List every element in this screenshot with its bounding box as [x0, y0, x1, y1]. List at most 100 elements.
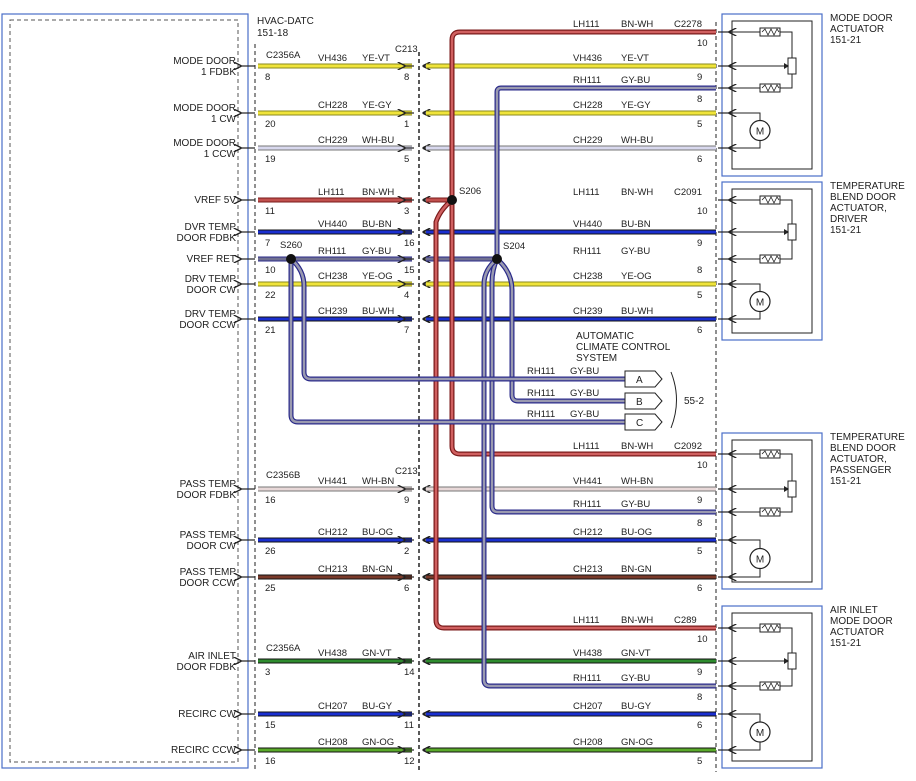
wire-color-code: BU-BN: [362, 219, 392, 230]
pin-label: DOOR FDBK: [177, 233, 237, 244]
actuator-title: MODE DOOR: [830, 13, 893, 24]
wire-circuit: VH441: [318, 476, 347, 487]
pin-label: DOOR CW: [187, 285, 237, 296]
wire-circuit: LH111: [318, 187, 345, 198]
potentiometer-icon: [787, 652, 797, 670]
inline-pin-number: 9: [404, 495, 409, 506]
accs-title-2: CLIMATE CONTROL: [576, 342, 671, 353]
pin-label: MODE DOOR: [173, 103, 236, 114]
actuator-wire-color-code: BN-WH: [621, 19, 653, 30]
potentiometer-icon: [787, 57, 797, 75]
module-pin-number: 25: [265, 583, 276, 594]
module-pin-number: 16: [265, 756, 276, 767]
motor-lead: [742, 713, 761, 722]
motor-icon: [749, 290, 771, 313]
accs-wire-c-code: GY-BU: [570, 409, 599, 420]
wire-circuit: CH212: [318, 527, 348, 538]
pin-label: PASS TEMP: [180, 530, 237, 541]
splice-s206-label: S206: [459, 186, 481, 197]
accs-brace: [670, 371, 677, 429]
actuator-pin-number: 9: [697, 495, 702, 506]
resistor-icon-zigzag: [761, 682, 780, 690]
actuator-wire-color-code: BU-OG: [621, 527, 652, 538]
module-name: HVAC-DATC: [257, 16, 314, 27]
resistor-icon-zigzag: [761, 624, 780, 632]
actuator-wire-circuit: CH208: [573, 737, 603, 748]
lh111-branch-pass: [450, 200, 716, 456]
pin-label: RECIRC CW: [178, 709, 236, 720]
lh111-branch-mode: [450, 30, 716, 200]
actuator-title: ACTUATOR,: [830, 203, 887, 214]
actuator-wire-color-code: BN-WH: [621, 187, 653, 198]
actuator-box-outer: [721, 13, 823, 177]
wire-color-code: YE-VT: [362, 53, 390, 64]
actuator-title: TEMPERATURE: [830, 432, 905, 443]
wire-color-code: WH-BU: [362, 135, 394, 146]
actuator-wire-circuit: CH238: [573, 271, 603, 282]
actuator-title: 151-21: [830, 35, 862, 46]
pin-label: DOOR FDBK: [177, 662, 237, 673]
actuator-pin-number: 9: [697, 72, 702, 83]
connector-c213-top: C213: [395, 44, 418, 55]
module-pin-number: 19: [265, 154, 276, 165]
pin-label: 1 FDBK: [201, 67, 236, 78]
pin-label: DRV TEMP: [185, 309, 237, 320]
pin-label: PASS TEMP: [180, 479, 237, 490]
motor-icon: [749, 119, 771, 142]
branch-wires: [288, 29, 716, 689]
wire-circuit: CH239: [318, 306, 348, 317]
connector-c213-mid: C213: [395, 466, 418, 477]
rh111-branch-accs-a: [290, 258, 625, 381]
actuator-wire-color-code: BU-BN: [621, 219, 651, 230]
pin-label: 1 CCW: [204, 149, 237, 160]
actuator-wire-circuit: CH229: [573, 135, 603, 146]
actuator-wire-circuit: CH212: [573, 527, 603, 538]
motor-icon-glyph: M: [756, 298, 764, 309]
inline-pin-number: 2: [404, 546, 409, 557]
actuator-pin-number: 5: [697, 290, 702, 301]
module-pin-number: 22: [265, 290, 276, 301]
accs-pin-b-shape: [624, 392, 663, 410]
actuator-connector: C289: [674, 615, 697, 626]
module-pin-number: 10: [265, 265, 276, 276]
pin-label: DRV TEMP: [185, 274, 237, 285]
actuator-pin-number: 6: [697, 154, 702, 165]
module-outline: [1, 13, 249, 769]
actuator-wire-circuit: LH111: [573, 441, 600, 452]
motor-lead: [742, 112, 761, 121]
rh111-branch-pass: [490, 258, 716, 514]
actuator-wire-circuit: LH111: [573, 615, 600, 626]
inline-pin-number: 7: [404, 325, 409, 336]
actuator-title: MODE DOOR: [830, 616, 893, 627]
splice-s204-label: S204: [503, 241, 525, 252]
motor-lead: [742, 568, 761, 578]
actuator-pin-number: 8: [697, 518, 702, 529]
actuator-pin-number: 6: [697, 720, 702, 731]
motor-icon: [749, 547, 771, 570]
accs-pin-c-shape: [624, 413, 663, 431]
wire-color-code: GN-OG: [362, 737, 394, 748]
wire-circuit: CH213: [318, 564, 348, 575]
wiper-arrow-icon: [784, 658, 789, 664]
wire-circuit: RH111: [318, 246, 346, 257]
actuator-wire-circuit: CH207: [573, 701, 603, 712]
accs-pin-a: A: [636, 375, 643, 386]
actuator-connector: C2278: [674, 19, 702, 30]
module-pin-number: 7: [265, 238, 270, 249]
module-pin-number: 15: [265, 720, 276, 731]
pin-label: VREF RET: [187, 254, 236, 265]
actuator-title: 151-21: [830, 225, 862, 236]
motor-lead: [742, 539, 761, 549]
inline-pin-number: 6: [404, 583, 409, 594]
actuator-title: ACTUATOR: [830, 24, 884, 35]
wiper-arrow-icon: [784, 486, 789, 492]
wire-color-code: GN-VT: [362, 648, 392, 659]
actuator-wire-circuit: VH440: [573, 219, 602, 230]
